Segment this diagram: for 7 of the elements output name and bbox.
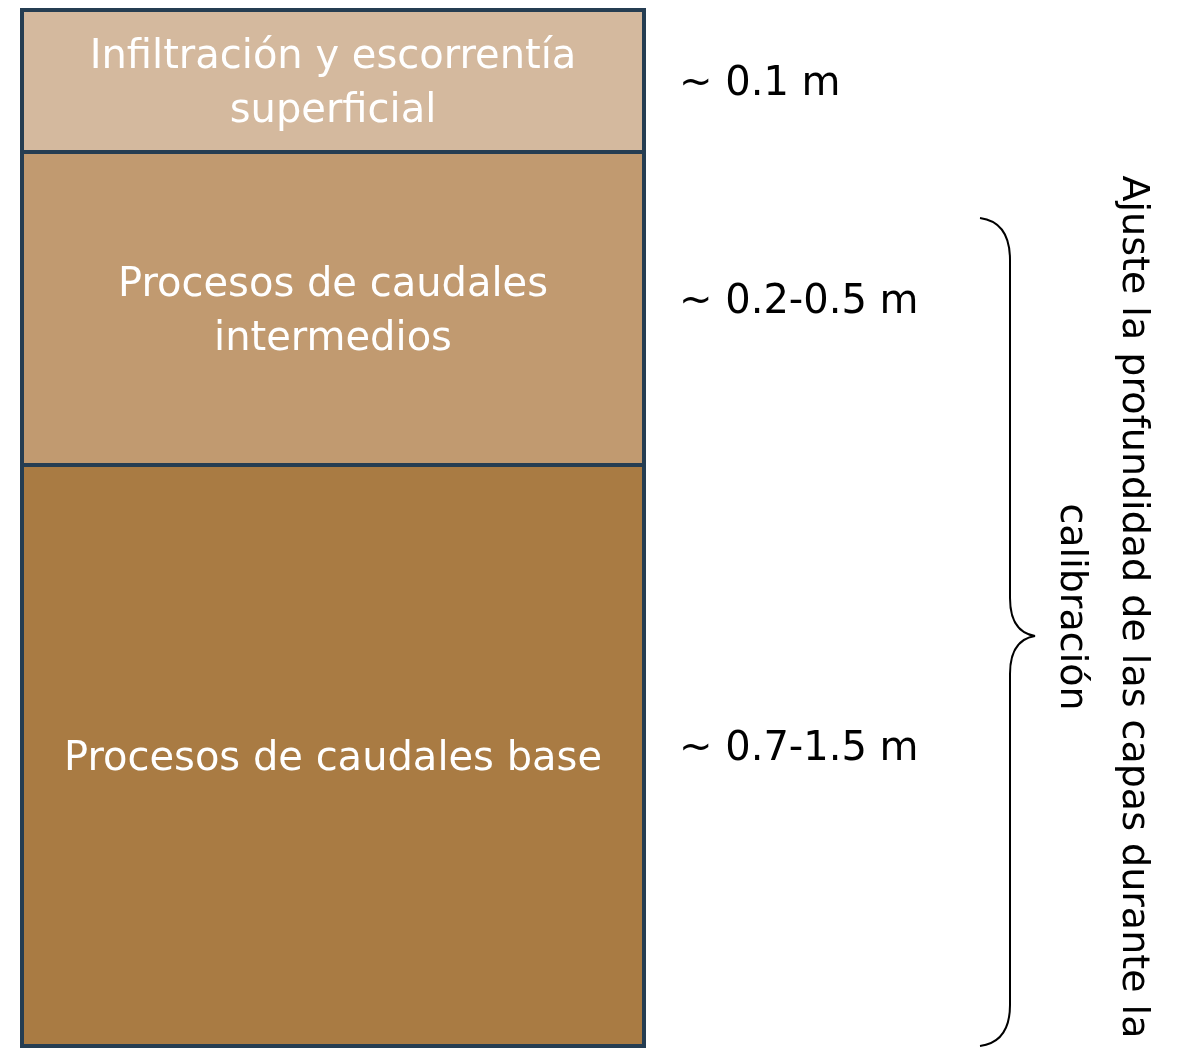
layer-label: Infiltración y escorrentía superficial xyxy=(88,30,578,133)
layer-label: Procesos de caudales intermedios xyxy=(117,257,549,361)
depth-label: ~ 0.1 m xyxy=(679,58,841,104)
layer-label: Procesos de caudales base xyxy=(63,731,603,781)
depth-label: ~ 0.7-1.5 m xyxy=(679,723,919,769)
bracket-note: Ajuste la profundidad de las capas durante la calibración xyxy=(1051,174,1159,1041)
depth-label: ~ 0.2-0.5 m xyxy=(679,276,919,322)
